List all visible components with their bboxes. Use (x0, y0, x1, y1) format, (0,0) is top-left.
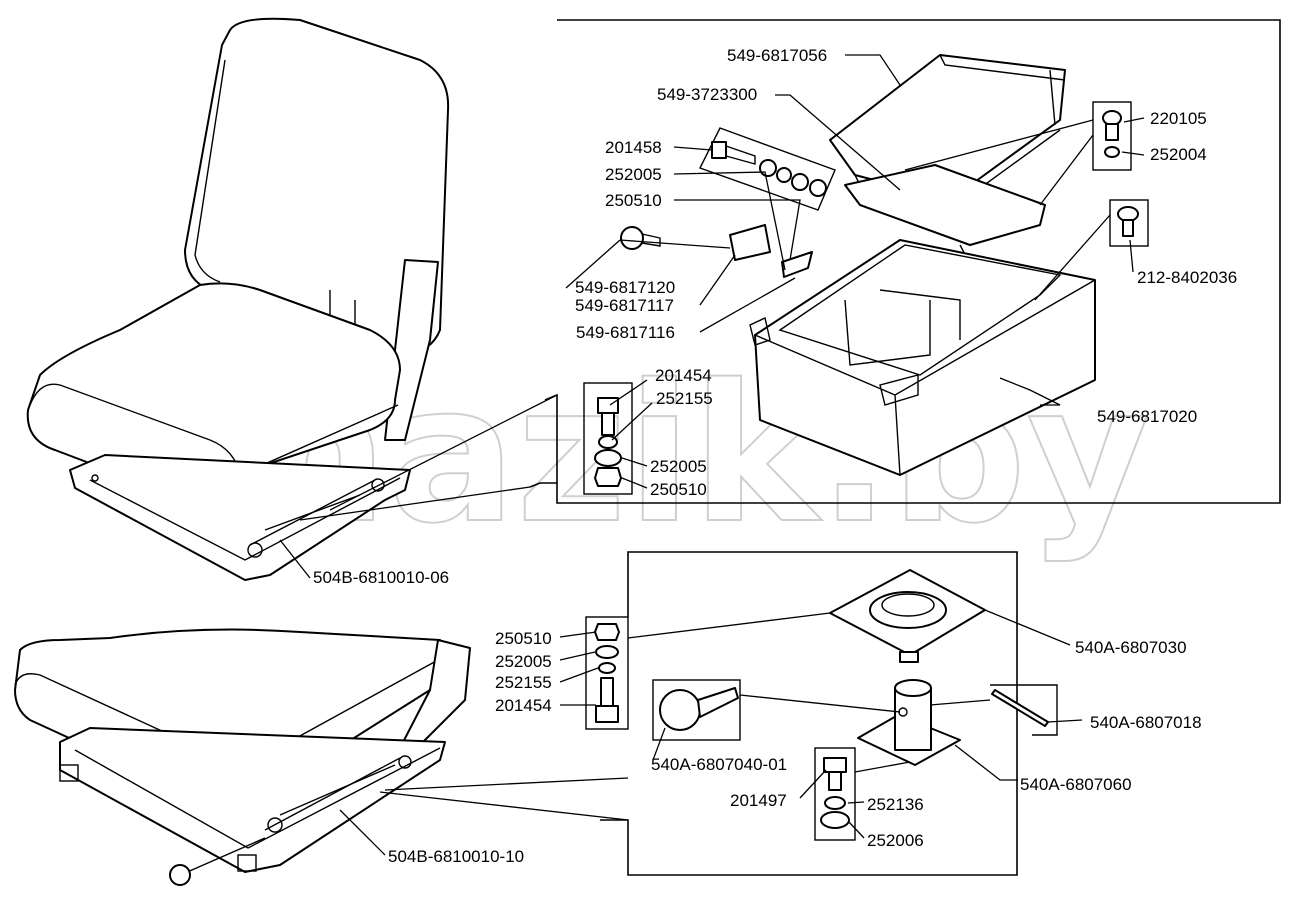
label-nut-250510-b: 250510 (650, 480, 707, 499)
box-drawing (749, 239, 1096, 476)
fastener-stack-bottom (585, 616, 629, 730)
label-washer-252155-a: 252155 (656, 389, 713, 408)
swivel-plate-drawing (829, 569, 986, 663)
label-plate-030: 540A-6807030 (1075, 638, 1187, 657)
label-bolt-201458: 201458 (605, 138, 662, 157)
label-pin-018: 540A-6807018 (1090, 713, 1202, 732)
label-washer-252136: 252136 (867, 795, 924, 814)
label-bolt-201454-c: 201454 (495, 696, 552, 715)
handle-drawing (652, 679, 741, 741)
label-washer-252155-c: 252155 (495, 673, 552, 692)
label-plate-upper: 549-6817056 (727, 46, 827, 65)
label-seat-bottom: 504B-6810010-10 (388, 847, 524, 866)
leader-lines (279, 54, 1145, 856)
bolt-group-212 (1109, 199, 1149, 247)
label-washer-252004: 252004 (1150, 145, 1207, 164)
label-bolt-212: 212-8402036 (1137, 268, 1237, 287)
label-box-020: 549-6817020 (1097, 407, 1197, 426)
label-plate-117: 549-6817117 (575, 296, 674, 315)
knob-plate-group (620, 224, 813, 278)
label-washer-252005-a: 252005 (605, 165, 662, 184)
label-washer-252006: 252006 (867, 831, 924, 850)
label-base-060: 540A-6807060 (1020, 775, 1132, 794)
fastener-stack-top (583, 382, 633, 495)
swivel-base-drawing (857, 679, 961, 766)
bolt-group-220105 (1092, 101, 1132, 171)
label-seat-top: 504B-6810010-06 (313, 568, 449, 587)
label-bracket: 549-3723300 (657, 85, 757, 104)
upper-plate-drawing (829, 54, 1066, 211)
label-bolt-201497: 201497 (730, 791, 787, 810)
label-washer-252005-c: 252005 (495, 652, 552, 671)
bolt-group-201458 (699, 127, 836, 211)
label-bolt-201454-a: 201454 (655, 366, 712, 385)
seat-bottom-drawing (14, 628, 471, 886)
label-nut-250510-c: 250510 (495, 629, 552, 648)
label-knob-120: 549-6817120 (575, 278, 675, 297)
label-washer-252005-b: 252005 (650, 457, 707, 476)
fastener-stack-201497 (814, 747, 856, 841)
pin-drawing (990, 684, 1058, 736)
label-bolt-220105: 220105 (1150, 109, 1207, 128)
part-labels: 504B-6810010-06 504B-6810010-10 549-6817… (313, 46, 1237, 866)
label-pin-116: 549-6817116 (576, 323, 675, 342)
seat-top-drawing (26, 17, 450, 581)
label-handle-040: 540A-6807040-01 (651, 755, 787, 774)
label-nut-250510-a: 250510 (605, 191, 662, 210)
